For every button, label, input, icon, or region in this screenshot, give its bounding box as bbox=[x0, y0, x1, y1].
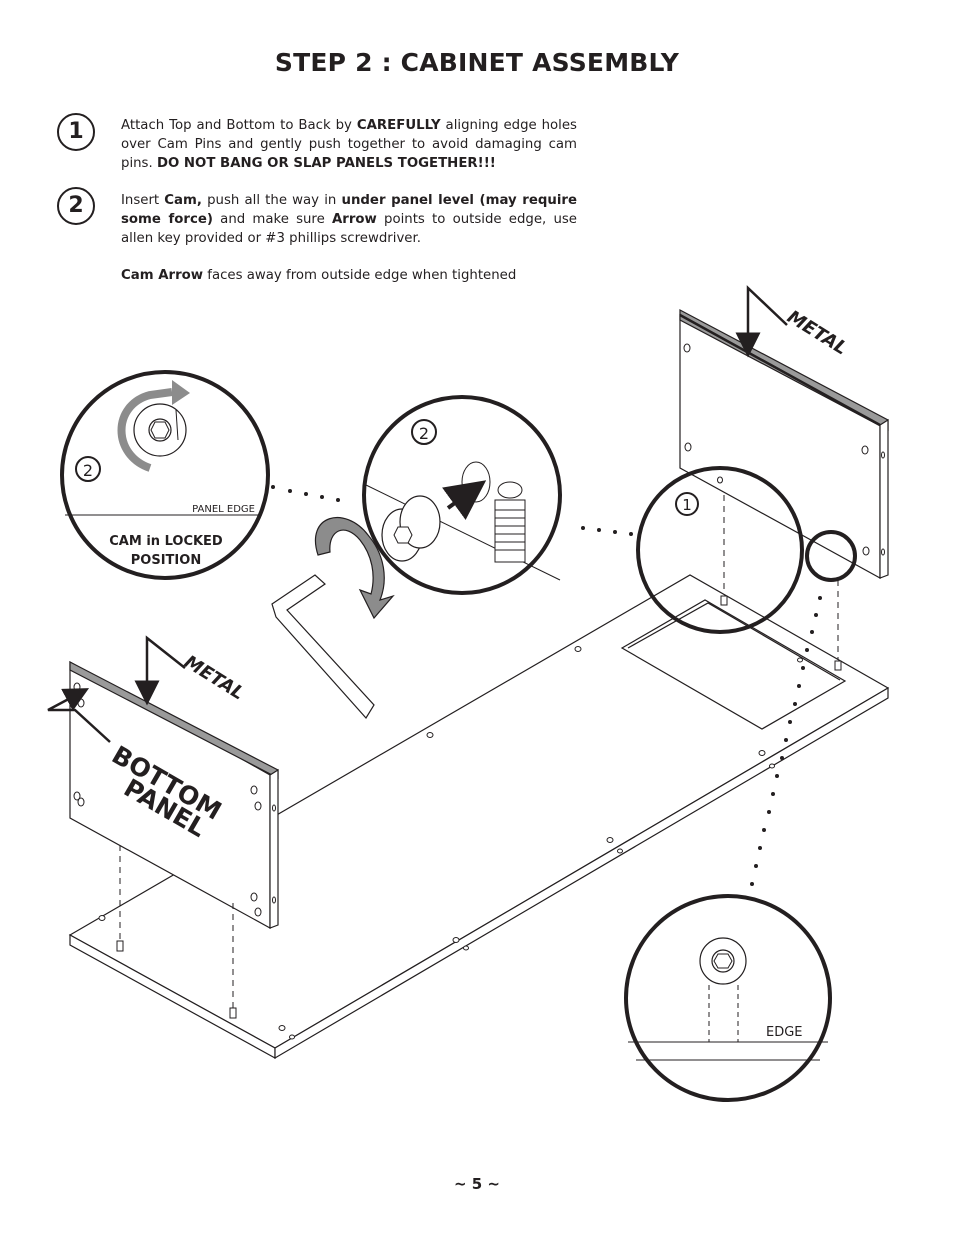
step-2-run: Cam, bbox=[164, 193, 202, 208]
rotation-arrow bbox=[314, 517, 395, 620]
allen-key bbox=[271, 574, 375, 720]
detail-left-badge: 2 bbox=[83, 461, 93, 480]
step-1-run: aligning edge holes over Cam Pins and ge… bbox=[121, 118, 577, 171]
back-panel bbox=[68, 574, 890, 1060]
page-number: ~ 5 ~ bbox=[453, 1175, 501, 1193]
detail-edge bbox=[624, 894, 832, 1102]
detail-cam-locked bbox=[60, 370, 270, 580]
detail-mid-badge: 2 bbox=[419, 424, 429, 443]
step-2-badge: 2 bbox=[57, 187, 95, 225]
page-title: STEP 2 : CABINET ASSEMBLY bbox=[274, 48, 680, 77]
cam-pins bbox=[116, 595, 842, 1019]
detail-pin-align bbox=[636, 466, 857, 634]
panel-edge-label: PANEL EDGE bbox=[192, 504, 255, 515]
step-1-run: DO NOT BANG OR SLAP PANELS TOGETHER!!! bbox=[156, 156, 496, 171]
step-2-run: Arrow bbox=[331, 212, 377, 227]
metal-label-top: METAL bbox=[783, 306, 851, 359]
step-1-text: Attach Top and Bottom to Back by CAREFUL… bbox=[121, 116, 577, 173]
detail-cam-insert bbox=[362, 395, 562, 595]
step-1-run: CAREFULLY bbox=[356, 118, 441, 133]
step-2-run: Insert bbox=[121, 193, 165, 208]
cam-arrow-note: Cam Arrow faces away from outside edge w… bbox=[121, 266, 516, 285]
top-panel bbox=[679, 285, 889, 580]
edge-label: EDGE bbox=[766, 1025, 803, 1040]
step-2-run: and make sure bbox=[212, 212, 332, 227]
step-2-run: points to outside edge, use allen key pr… bbox=[121, 212, 577, 246]
step-1-badge: 1 bbox=[57, 113, 95, 151]
dotted-connectors bbox=[271, 485, 822, 886]
note-bold: Cam Arrow bbox=[121, 268, 204, 283]
cam-locked-caption-1: CAM in LOCKED bbox=[109, 534, 223, 549]
detail-right-badge: 1 bbox=[682, 496, 692, 514]
bottom-panel bbox=[47, 635, 279, 930]
cam-locked-caption-2: POSITION bbox=[131, 553, 201, 568]
note-rest: faces away from outside edge when tighte… bbox=[203, 268, 517, 283]
step-2-run: push all the way in bbox=[201, 193, 342, 208]
step-2-run: under panel level (may require some forc… bbox=[121, 193, 577, 227]
alignment-guides bbox=[119, 495, 839, 1010]
metal-label-left: METAL bbox=[180, 651, 248, 704]
step-2-text: Insert Cam, push all the way in under pa… bbox=[121, 191, 577, 248]
step-1-run: Attach Top and Bottom to Back by bbox=[121, 118, 357, 133]
